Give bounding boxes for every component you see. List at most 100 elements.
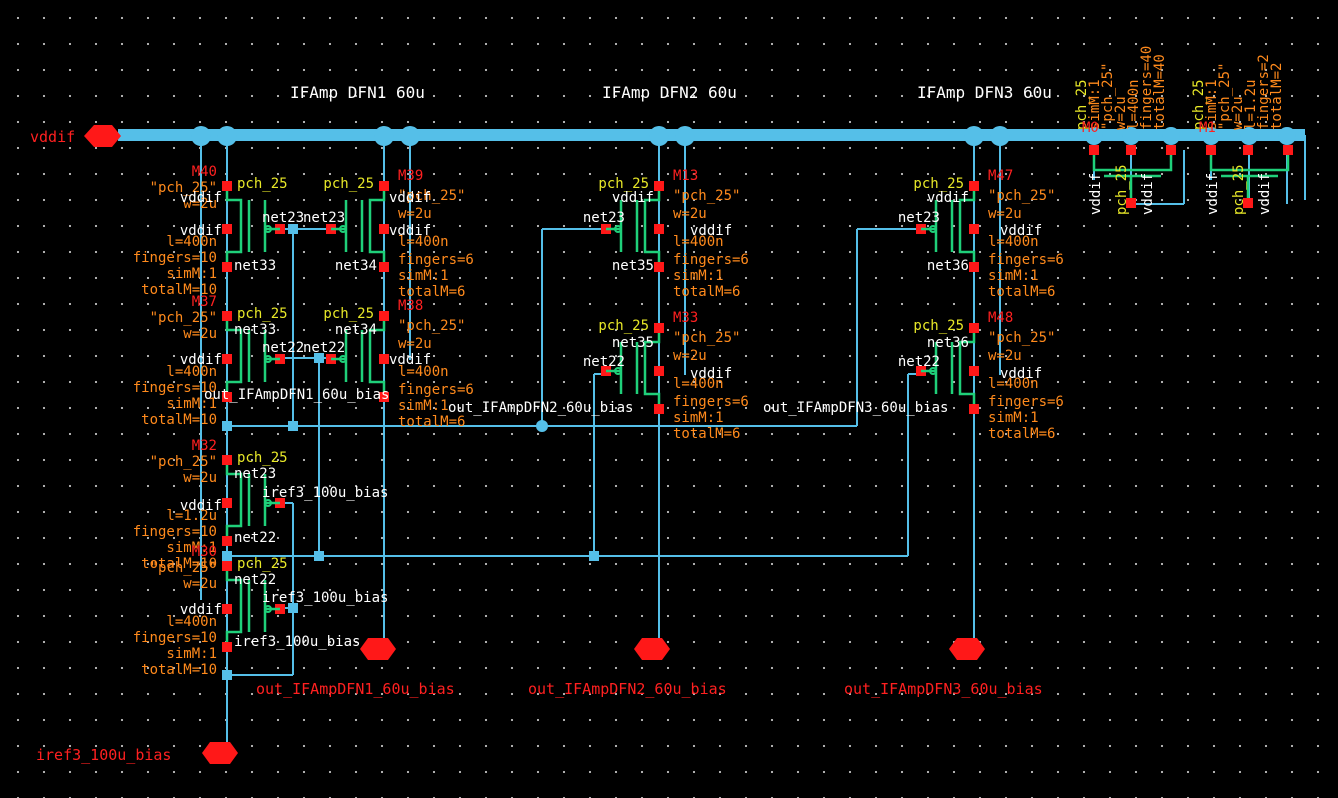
param-simm: simM:1: [398, 268, 449, 284]
param-w: w=2u: [988, 348, 1022, 364]
param-rotated: "pch_25": [1100, 63, 1116, 130]
net-label: net23: [303, 210, 345, 226]
net-label: vddif: [389, 223, 431, 239]
param-fingers: fingers=6: [673, 252, 749, 268]
param-totalm: totalM=10: [141, 282, 217, 298]
net-label-rotated: vddif: [1257, 173, 1273, 215]
net-label: net23: [234, 466, 276, 482]
param-fingers: fingers=6: [988, 394, 1064, 410]
cell-name: "pch_25": [988, 330, 1055, 346]
section-title-dfn1: IFAmp DFN1 60u: [290, 83, 425, 102]
param-w: w=2u: [673, 348, 707, 364]
instance-name: M30: [192, 544, 217, 560]
transistor-m47[interactable]: M47"pch_25"w=2ul=400nfingers=6simM:1tota…: [913, 168, 1063, 300]
transistor-m30[interactable]: M30"pch_25"w=2u l=400nfingers=10simM:1tot…: [133, 544, 288, 678]
transistor-m38[interactable]: M38"pch_25"w=2ul=400nfingers=6simM:1tota…: [323, 298, 473, 430]
param-totalm: totalM=10: [141, 662, 217, 678]
param-w: w=2u: [398, 206, 432, 222]
net-label: out_IFAmpDFN3_60u_bias: [763, 400, 948, 416]
param-totalm: totalM=6: [673, 426, 740, 442]
param-w: w=2u: [183, 196, 217, 212]
param-rotated: pch_25: [1074, 79, 1090, 130]
net-label: net22: [262, 340, 304, 356]
transistor-m33[interactable]: M33"pch_25"w=2ul=400nfingers=6simM:1tota…: [598, 310, 748, 442]
transistor-m0[interactable]: pch_25simM:1"pch_25"w=2ul=400nfingers=40…: [1074, 46, 1176, 215]
net-label-rotated: vddif: [1140, 173, 1156, 215]
net-label: net23: [898, 210, 940, 226]
vdd-pin[interactable]: vddif: [30, 125, 121, 147]
net-label: vddif: [180, 352, 222, 368]
transistor-m39[interactable]: M39"pch_25"w=2ul=400nfingers=6simM:1tota…: [323, 168, 473, 300]
param-simm: simM:1: [166, 646, 217, 662]
net-label: net35: [612, 335, 654, 351]
param-simm: simM:1: [166, 396, 217, 412]
transistor-m13[interactable]: M13"pch_25"w=2ul=400nfingers=6simM:1tota…: [598, 168, 748, 300]
net-label: net23: [583, 210, 625, 226]
net-label: net22: [234, 530, 276, 546]
transistor-m37[interactable]: M37"pch_25"w=2ul=400nfingers=10simM:1tot…: [133, 294, 288, 428]
transistor-m1[interactable]: pch_25simM:1"pch_25"w=2ul=1.2ufingers=2t…: [1191, 54, 1293, 215]
param-fingers: fingers=6: [673, 394, 749, 410]
model-name: pch_25: [237, 176, 288, 192]
param-rotated: simM:1: [1087, 79, 1103, 130]
out-pin-dfn3-label: out_IFAmpDFN3_60u_bias: [844, 680, 1043, 698]
out-pin-dfn2[interactable]: out_IFAmpDFN2_60u_bias: [528, 638, 727, 698]
transistor-m40[interactable]: M40"pch_25"w=2ul=400nfingers=10simM:1tot…: [133, 164, 288, 298]
param-totalm: totalM=6: [398, 284, 465, 300]
net-label-rotated: pch_25: [1114, 164, 1130, 215]
param-w: w=2u: [988, 206, 1022, 222]
transistor-m32[interactable]: M32"pch_25"w=2ul=1.2ufingers=10simM:1tot…: [133, 438, 288, 572]
param-totalm: totalM=6: [398, 414, 465, 430]
out-pin-dfn1-label: out_IFAmpDFN1_60u_bias: [256, 680, 455, 698]
net-label: vddif: [180, 190, 222, 206]
param-l: l=400n: [166, 614, 217, 630]
net-label: net22: [898, 354, 940, 370]
cell-name: "pch_25": [398, 318, 465, 334]
wires: [200, 140, 1288, 752]
param-l: l=400n: [988, 376, 1039, 392]
net-label: iref3_100u_bias: [234, 634, 360, 650]
out-pin-dfn1[interactable]: out_IFAmpDFN1_60u_bias: [256, 638, 455, 698]
param-fingers: fingers=10: [133, 250, 217, 266]
instance-name: M0: [1082, 120, 1099, 136]
iref-pin[interactable]: iref3_100u_bias: [36, 742, 238, 764]
net-label: vddif: [1000, 223, 1042, 239]
param-totalm: totalM=6: [988, 284, 1055, 300]
net-label: vddif: [927, 190, 969, 206]
bus-tap-dots: [191, 126, 1296, 146]
section-title-dfn3: IFAmp DFN3 60u: [917, 83, 1052, 102]
cell-name: "pch_25": [150, 180, 217, 196]
out-pin-dfn3[interactable]: out_IFAmpDFN3_60u_bias: [844, 638, 1043, 698]
param-rotated: totalM=40: [1152, 54, 1168, 130]
iref-pin-label: iref3_100u_bias: [36, 746, 171, 764]
instance-name: M37: [192, 294, 217, 310]
net-label: net36: [927, 258, 969, 274]
net-label: iref3_100u_bias: [262, 590, 388, 606]
net-label: vddif: [1000, 366, 1042, 382]
cell-name: "pch_25": [150, 560, 217, 576]
model-name: pch_25: [237, 556, 288, 572]
param-simm: simM:1: [673, 268, 724, 284]
transistor-m48[interactable]: M48"pch_25"w=2ul=400nfingers=6simM:1tota…: [913, 310, 1063, 442]
param-w: w=2u: [183, 576, 217, 592]
net-label: vddif: [180, 498, 222, 514]
param-rotated: w=2u: [1230, 96, 1246, 130]
net-label: out_IFAmpDFN2_60u_bias: [448, 400, 633, 416]
param-l: l=400n: [166, 364, 217, 380]
net-label: net35: [612, 258, 654, 274]
vdd-bus[interactable]: [118, 129, 1306, 200]
param-simm: simM:1: [673, 410, 724, 426]
net-label: net22: [583, 354, 625, 370]
param-rotated: simM:1: [1204, 79, 1220, 130]
model-name: pch_25: [237, 306, 288, 322]
net-label: net34: [335, 322, 377, 338]
param-rotated: pch_25: [1191, 79, 1207, 130]
param-fingers: fingers=10: [133, 524, 217, 540]
param-totalm: totalM=6: [673, 284, 740, 300]
param-fingers: fingers=10: [133, 630, 217, 646]
param-fingers: fingers=6: [398, 252, 474, 268]
net-label-rotated: vddif: [1088, 173, 1104, 215]
param-fingers: fingers=6: [398, 382, 474, 398]
net-label: net23: [262, 210, 304, 226]
